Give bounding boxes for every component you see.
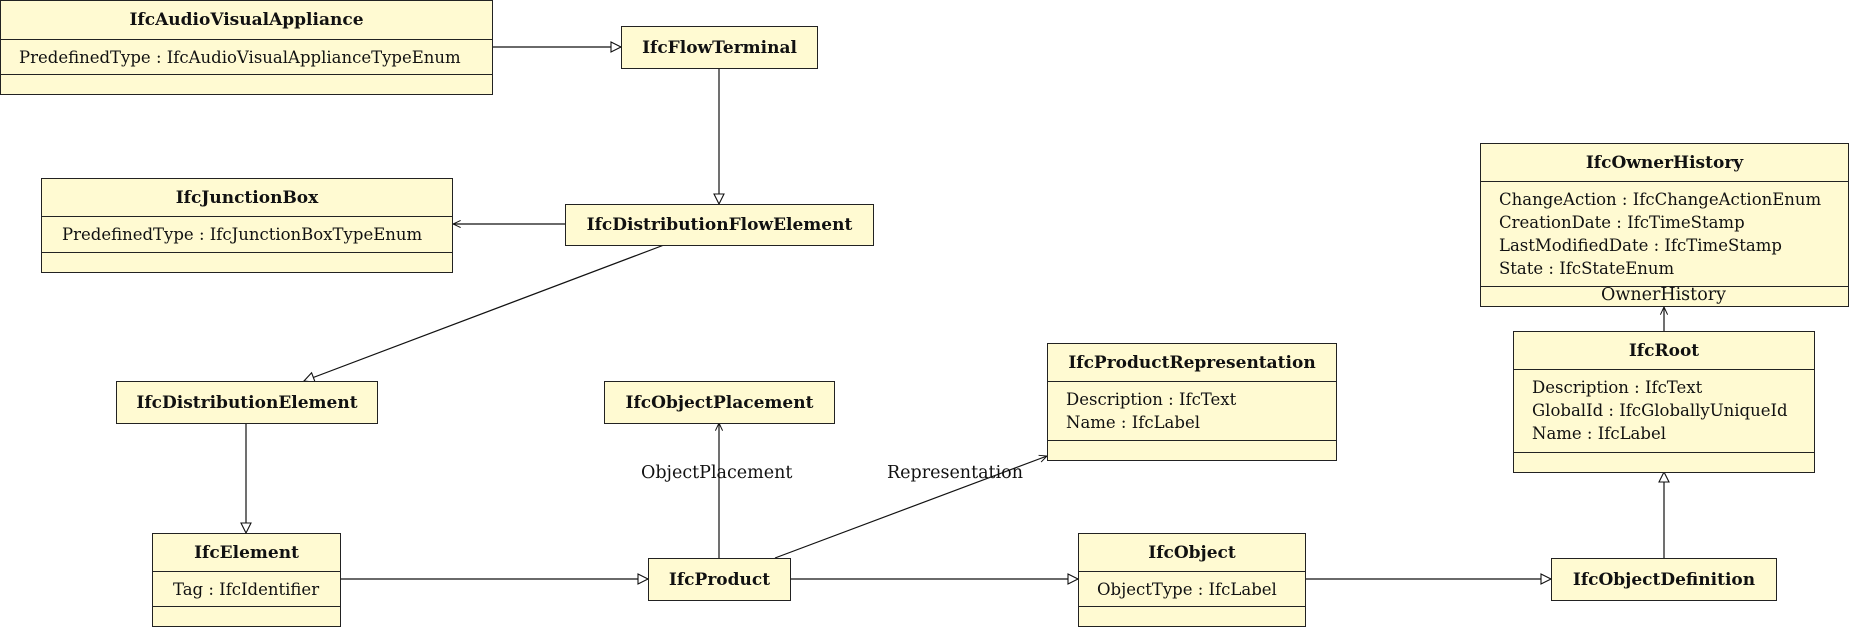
class-name: IfcDistributionElement bbox=[136, 392, 358, 413]
class-name: IfcRoot bbox=[1628, 340, 1700, 361]
inheritance-distflow-distelem bbox=[304, 244, 665, 381]
class-name: IfcFlowTerminal bbox=[642, 37, 797, 58]
attribute: PredefinedType : IfcJunctionBoxTypeEnum bbox=[62, 225, 423, 244]
class-ifcaudiovisualappliance[interactable]: IfcAudioVisualAppliance PredefinedType :… bbox=[0, 0, 493, 95]
class-ifcflowterminal[interactable]: IfcFlowTerminal bbox=[621, 26, 818, 69]
class-ifcelement[interactable]: IfcElement Tag : IfcIdentifier bbox=[152, 533, 341, 627]
attribute: ObjectType : IfcLabel bbox=[1097, 580, 1277, 599]
attribute: Name : IfcLabel bbox=[1066, 413, 1200, 432]
attribute: Tag : IfcIdentifier bbox=[173, 580, 320, 599]
attribute: Name : IfcLabel bbox=[1532, 424, 1666, 443]
class-ifcroot[interactable]: IfcRoot Description : IfcText GlobalId :… bbox=[1513, 331, 1815, 473]
class-name: IfcObjectPlacement bbox=[625, 392, 814, 413]
attribute: Description : IfcText bbox=[1066, 390, 1237, 409]
class-ifcownerhistory[interactable]: IfcOwnerHistory ChangeAction : IfcChange… bbox=[1480, 143, 1849, 307]
attribute: GlobalId : IfcGloballyUniqueId bbox=[1532, 401, 1788, 420]
class-ifcobjectplacement[interactable]: IfcObjectPlacement bbox=[604, 381, 835, 424]
class-name: IfcObject bbox=[1148, 542, 1236, 563]
class-name: IfcOwnerHistory bbox=[1585, 152, 1744, 173]
class-name: IfcAudioVisualAppliance bbox=[129, 10, 364, 30]
class-ifcobject[interactable]: IfcObject ObjectType : IfcLabel bbox=[1078, 533, 1306, 627]
label-owner-history: OwnerHistory bbox=[1601, 285, 1726, 305]
attribute: CreationDate : IfcTimeStamp bbox=[1499, 213, 1745, 232]
class-ifcdistributionflowelement[interactable]: IfcDistributionFlowElement bbox=[565, 204, 874, 246]
association-product-prodrep bbox=[774, 456, 1047, 559]
class-name: IfcJunctionBox bbox=[175, 187, 319, 208]
label-object-placement: ObjectPlacement bbox=[641, 463, 793, 483]
class-name: IfcObjectDefinition bbox=[1572, 569, 1756, 590]
class-ifcjunctionbox[interactable]: IfcJunctionBox PredefinedType : IfcJunct… bbox=[41, 178, 453, 273]
class-name: IfcProduct bbox=[668, 569, 771, 590]
attribute: ChangeAction : IfcChangeActionEnum bbox=[1499, 190, 1822, 209]
class-ifcproductrepresentation[interactable]: IfcProductRepresentation Description : I… bbox=[1047, 343, 1337, 461]
class-ifcdistributionelement[interactable]: IfcDistributionElement bbox=[116, 381, 378, 424]
class-ifcproduct[interactable]: IfcProduct bbox=[648, 558, 791, 601]
attribute: State : IfcStateEnum bbox=[1499, 259, 1675, 278]
attribute: PredefinedType : IfcAudioVisualAppliance… bbox=[19, 48, 461, 67]
class-ifcobjectdefinition[interactable]: IfcObjectDefinition bbox=[1551, 558, 1777, 601]
class-name: IfcProductRepresentation bbox=[1068, 352, 1316, 373]
class-name: IfcDistributionFlowElement bbox=[586, 215, 853, 235]
attribute: Description : IfcText bbox=[1532, 378, 1703, 397]
attribute: LastModifiedDate : IfcTimeStamp bbox=[1499, 236, 1782, 255]
class-name: IfcElement bbox=[194, 542, 299, 563]
label-representation: Representation bbox=[887, 463, 1023, 483]
